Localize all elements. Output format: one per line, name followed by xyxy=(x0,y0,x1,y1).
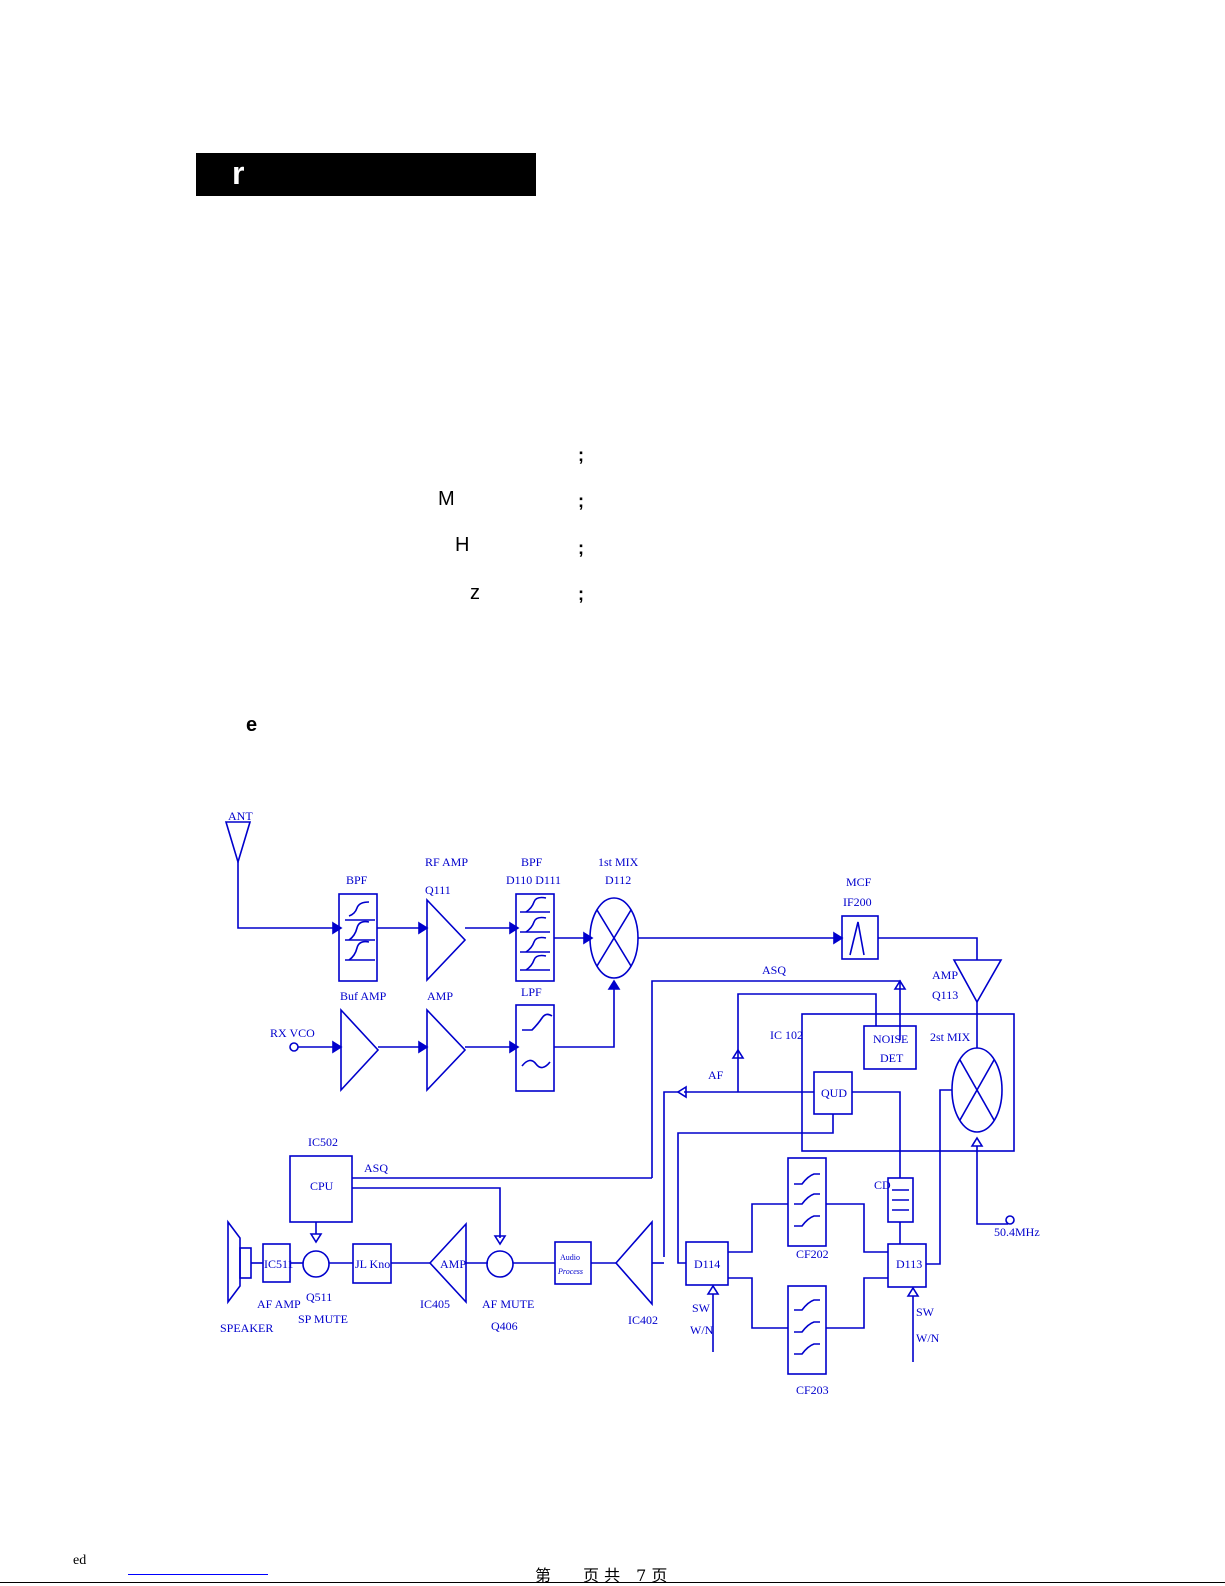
d113-box xyxy=(887,1243,927,1288)
label-mix1: 1st MIX xyxy=(598,855,639,869)
label-cf202: CF202 xyxy=(796,1247,829,1261)
label-ic102: IC 102 xyxy=(770,1028,803,1042)
section-title-char: r xyxy=(232,155,245,191)
label-ic402: IC402 xyxy=(628,1313,658,1327)
d114-box xyxy=(685,1241,729,1286)
spec-fragment-z: z xyxy=(470,582,480,604)
label-ic405: IC405 xyxy=(420,1297,450,1311)
label-speaker: SPEAKER xyxy=(220,1321,273,1335)
label-mix2: 2st MIX xyxy=(930,1030,971,1044)
label-sw-2: SW xyxy=(916,1305,935,1319)
label-d113: D113 xyxy=(896,1257,922,1271)
lpf-box xyxy=(515,1004,555,1092)
semicolon: ; xyxy=(578,445,584,465)
label-det: DET xyxy=(880,1051,904,1065)
label-vol: JL Kno xyxy=(355,1257,390,1271)
buf-amp-triangle xyxy=(340,1007,380,1093)
section-title-bar: r xyxy=(196,153,536,196)
label-audio: Audio xyxy=(560,1253,580,1262)
label-d110-d111: D110 D111 xyxy=(506,873,561,887)
label-af-mute: AF MUTE xyxy=(482,1297,534,1311)
semicolon: ; xyxy=(578,538,584,558)
label-asq-cpu: ASQ xyxy=(364,1161,388,1175)
ic402-triangle xyxy=(614,1219,653,1307)
label-if200: IF200 xyxy=(843,895,872,909)
q511-circle xyxy=(302,1250,330,1278)
label-q111: Q111 xyxy=(425,883,451,897)
footer-left-text: ed xyxy=(73,1553,87,1568)
amp-q113-triangle xyxy=(952,959,1003,1004)
label-bpf2: BPF xyxy=(521,855,543,869)
label-asq-top: ASQ xyxy=(762,963,786,977)
audio-process-box xyxy=(554,1241,592,1285)
semicolon: ; xyxy=(578,584,584,604)
label-bpf1: BPF xyxy=(346,873,368,887)
label-af: AF xyxy=(708,1068,724,1082)
label-freq: 50.4MHz xyxy=(994,1225,1040,1239)
rx-vco-port xyxy=(289,1042,299,1052)
bpf2-box xyxy=(515,893,555,982)
cf203-box xyxy=(787,1285,827,1375)
label-rf-amp: RF AMP xyxy=(425,855,468,869)
label-noise: NOISE xyxy=(873,1032,908,1046)
label-wn-2: W/N xyxy=(916,1331,940,1345)
ic102-box xyxy=(801,1013,1015,1152)
label-q406: Q406 xyxy=(491,1319,518,1333)
cpu-box xyxy=(289,1155,353,1223)
label-q511: Q511 xyxy=(306,1290,332,1304)
cf202-box xyxy=(787,1157,827,1247)
label-ic502: IC502 xyxy=(308,1135,338,1149)
section-mark: e xyxy=(246,714,258,736)
label-ic511: IC511 xyxy=(264,1257,294,1271)
noise-det-box xyxy=(863,1025,917,1070)
label-amp2: AMP xyxy=(427,989,453,1003)
label-qud: QUD xyxy=(821,1086,847,1100)
label-amp-q113: AMP xyxy=(932,968,958,982)
rf-amp-triangle xyxy=(426,897,467,983)
mcf-box xyxy=(841,915,879,960)
label-cpu: CPU xyxy=(310,1179,334,1193)
label-mcf: MCF xyxy=(846,875,872,889)
osc-port xyxy=(1005,1215,1015,1225)
label-process: Process xyxy=(557,1267,583,1276)
label-sp-mute: SP MUTE xyxy=(298,1312,348,1326)
label-q113: Q113 xyxy=(932,988,958,1002)
semicolon: ; xyxy=(578,491,584,511)
antenna-icon xyxy=(224,821,252,865)
speaker-icon xyxy=(227,1219,241,1305)
label-d114: D114 xyxy=(694,1257,720,1271)
label-buf-amp: Buf AMP xyxy=(340,989,387,1003)
label-af-amp: AF AMP xyxy=(257,1297,301,1311)
spec-fragment-m: M xyxy=(438,488,455,510)
label-lpf: LPF xyxy=(521,985,542,999)
label-sw-1: SW xyxy=(692,1301,711,1315)
page-number: 第 页 共 7 页 xyxy=(535,1566,668,1585)
label-amp-ic405: AMP xyxy=(440,1257,466,1271)
spec-fragment-h: H xyxy=(455,534,470,556)
label-cf203: CF203 xyxy=(796,1383,829,1397)
footer-divider xyxy=(0,1582,1225,1583)
footer-link-underline[interactable] xyxy=(128,1574,268,1575)
label-wn-1: W/N xyxy=(690,1323,714,1337)
label-cd: CD xyxy=(874,1178,891,1192)
label-d112: D112 xyxy=(605,873,631,887)
bpf1-box xyxy=(338,893,378,982)
label-rx-vco: RX VCO xyxy=(270,1026,315,1040)
q406-circle xyxy=(486,1250,514,1278)
amp2-triangle xyxy=(426,1007,467,1093)
label-ant: ANT xyxy=(228,809,253,823)
